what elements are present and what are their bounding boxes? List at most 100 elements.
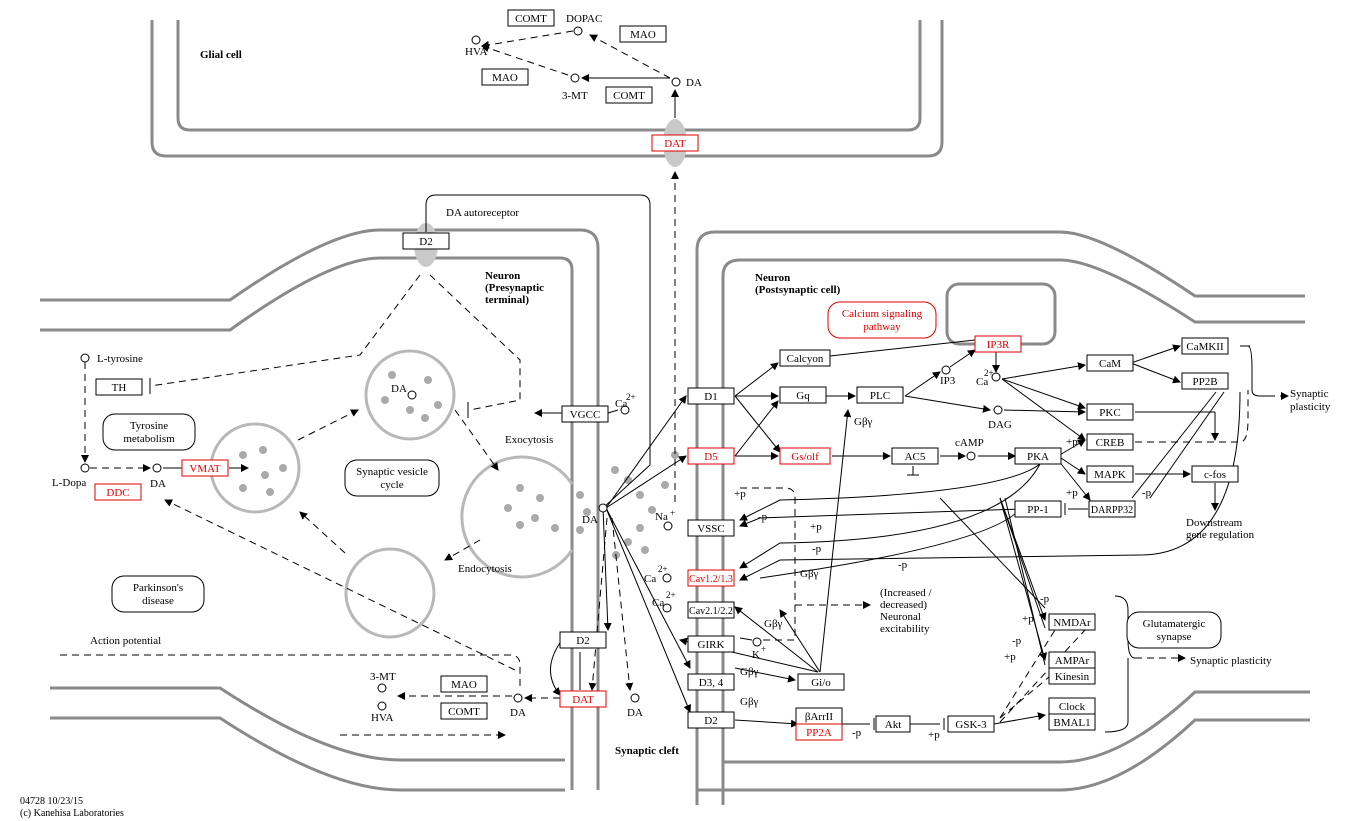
svg-text:decreased): decreased) — [880, 599, 927, 611]
gene-akt: Akt — [875, 715, 911, 733]
cpd-ca-2: Ca — [652, 597, 664, 609]
svg-text:cycle: cycle — [380, 479, 403, 491]
svg-text:c-fos: c-fos — [1204, 469, 1226, 481]
gene-d2-postsynaptic: D2 — [687, 711, 735, 729]
pathway-links: Tyrosine metabolism Synaptic vesicle cyc… — [102, 301, 1222, 649]
svg-text:BMAL1: BMAL1 — [1053, 717, 1090, 729]
svg-text:D2: D2 — [576, 635, 589, 647]
gene-d5: D5 — [687, 447, 735, 465]
svg-text:VGCC: VGCC — [570, 409, 601, 421]
gene-ampar: AMPAr — [1048, 651, 1096, 669]
cpd-ca-pre: Ca — [615, 398, 627, 410]
svg-text:MAO: MAO — [492, 72, 518, 84]
gene-mao-presynaptic: MAO — [440, 675, 488, 693]
gene-ip3r: IP3R — [974, 335, 1022, 353]
svg-text:Neuronal: Neuronal — [880, 611, 921, 623]
svg-text:Gβγ: Gβγ — [800, 568, 819, 580]
label-action-potential: Action potential — [90, 635, 161, 647]
svg-text:D1: D1 — [704, 391, 717, 403]
svg-text:Gβγ: Gβγ — [764, 618, 783, 630]
svg-text:Gβγ: Gβγ — [854, 416, 873, 428]
svg-text:+p: +p — [1066, 487, 1078, 499]
gene-camkii: CaMKII — [1181, 337, 1229, 355]
gene-cav21: Cav2.1/2.2 — [687, 601, 735, 619]
svg-text:plasticity: plasticity — [1290, 401, 1331, 413]
vesicles — [209, 349, 679, 639]
gene-gsk3: GSK-3 — [947, 715, 995, 733]
svg-text:VMAT: VMAT — [189, 463, 220, 475]
svg-text:-p: -p — [852, 727, 862, 739]
svg-text:DAT: DAT — [572, 694, 594, 706]
gene-cam: CaM — [1086, 354, 1134, 372]
svg-text:βArrII: βArrII — [805, 711, 834, 723]
copyright: (c) Kanehisa Laboratories — [20, 808, 124, 819]
svg-text:(Increased /: (Increased / — [880, 587, 933, 599]
label-exocytosis: Exocytosis — [505, 434, 553, 446]
svg-text:pathway: pathway — [863, 321, 901, 333]
svg-text:+p: +p — [928, 729, 940, 741]
gene-nmdar: NMDAr — [1048, 613, 1096, 631]
svg-text:(Postsynaptic cell): (Postsynaptic cell) — [755, 284, 841, 296]
svg-text:Synaptic: Synaptic — [1290, 388, 1329, 400]
gene-comt-presynaptic: COMT — [440, 702, 488, 720]
cpd-hva-pre: HVA — [371, 712, 393, 724]
svg-text:DARPP32: DARPP32 — [1091, 505, 1133, 516]
gene-clock: Clock — [1048, 697, 1096, 715]
svg-text:D2: D2 — [704, 715, 717, 727]
cpd-k: K — [752, 649, 760, 661]
gene-calcyon: Calcyon — [779, 349, 831, 367]
gene-pp2b: PP2B — [1181, 372, 1229, 390]
svg-text:Calcium signaling: Calcium signaling — [842, 308, 923, 320]
gene-vssc: VSSC — [687, 519, 735, 537]
cpd-camp: cAMP — [955, 437, 984, 449]
gene-dat-glial: DAT — [651, 134, 699, 152]
svg-text:Cav2.1/2.2: Cav2.1/2.2 — [689, 606, 733, 617]
svg-text:terminal): terminal) — [485, 294, 529, 306]
gene-bmal1: BMAL1 — [1048, 713, 1096, 731]
svg-text:PP2B: PP2B — [1192, 376, 1217, 388]
gene-gq: Gq — [779, 386, 827, 404]
na-charge: + — [670, 508, 675, 518]
svg-text:Parkinson's: Parkinson's — [133, 582, 183, 594]
gene-dat-presynaptic: DAT — [559, 690, 607, 708]
gene-vgcc: VGCC — [561, 405, 609, 423]
gene-mapk: MAPK — [1086, 465, 1134, 483]
cpd-ip3: IP3 — [940, 375, 956, 387]
svg-text:GSK-3: GSK-3 — [955, 719, 987, 731]
gene-gsolf: Gs/olf — [779, 447, 831, 465]
compound-nodes: HVA DOPAC DA 3-MT L-tyrosine L-Dopa DA D… — [52, 13, 1012, 724]
region-labels: Glial cell Neuron (Presynaptic terminal)… — [200, 49, 841, 757]
gene-gio: Gi/o — [797, 673, 845, 691]
gene-d2-presynaptic: D2 — [559, 631, 607, 649]
edges — [60, 30, 1289, 739]
label-glial-cell: Glial cell — [200, 49, 242, 61]
gene-mao-glial-2: MAO — [481, 68, 529, 86]
pathway-parkinsons-disease: Parkinson's disease — [111, 575, 205, 613]
svg-text:CaMKII: CaMKII — [1186, 341, 1224, 353]
label-da-autoreceptor: DA autoreceptor — [446, 207, 519, 219]
gene-d2-autoreceptor: D2 — [402, 232, 450, 250]
svg-text:Gs/olf: Gs/olf — [791, 451, 819, 463]
map-id: 04728 10/23/15 — [20, 796, 83, 807]
gene-nodes: COMT MAO MAO COMT DAT D2 TH VMAT DDC VGC… — [94, 9, 1239, 741]
svg-text:Neuron: Neuron — [755, 272, 790, 284]
svg-text:+p: +p — [810, 521, 822, 533]
cpd-3mt-pre: 3-MT — [370, 671, 396, 683]
svg-text:Cav1.2/1.3: Cav1.2/1.3 — [689, 574, 733, 585]
svg-text:CaM: CaM — [1099, 358, 1121, 370]
svg-text:+p: +p — [1066, 436, 1078, 448]
gene-girk: GIRK — [687, 635, 735, 653]
pathway-glutamatergic-synapse: Glutamatergic synapse — [1126, 611, 1222, 649]
cpd-ca-cytosol: Ca — [976, 376, 988, 388]
svg-text:Calcyon: Calcyon — [787, 353, 824, 365]
svg-text:Synaptic vesicle: Synaptic vesicle — [356, 466, 428, 478]
cpd-hva-glial: HVA — [465, 46, 487, 58]
pathway-calcium-signaling: Calcium signaling pathway — [827, 301, 937, 339]
svg-text:metabolism: metabolism — [123, 433, 175, 445]
label-endocytosis: Endocytosis — [458, 563, 512, 575]
cpd-ldopa: L-Dopa — [52, 477, 86, 489]
svg-text:Clock: Clock — [1059, 701, 1086, 713]
svg-text:COMT: COMT — [448, 706, 480, 718]
cpd-da-vesicle: DA — [391, 383, 407, 395]
svg-text:MAO: MAO — [451, 679, 477, 691]
